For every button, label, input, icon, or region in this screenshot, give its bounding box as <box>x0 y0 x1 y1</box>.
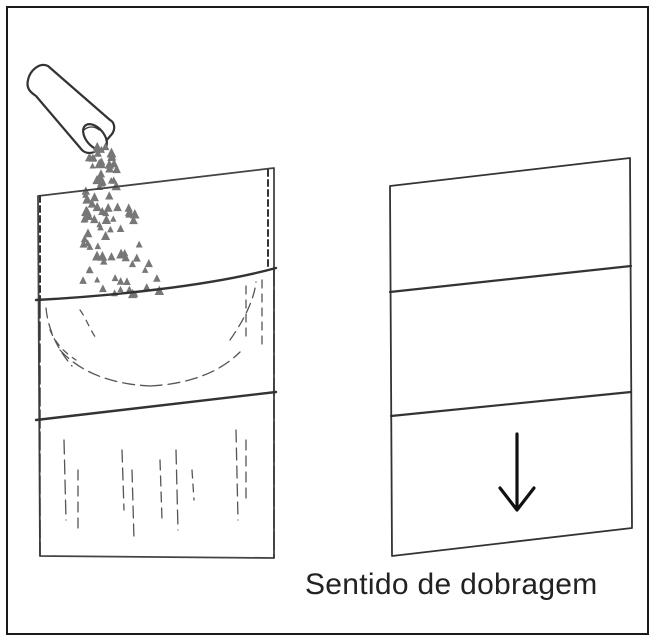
granule <box>101 214 112 225</box>
granule <box>141 266 149 273</box>
granule <box>93 141 102 151</box>
granule <box>117 285 124 292</box>
granule <box>90 154 98 162</box>
granule <box>100 257 108 265</box>
down-arrow-icon <box>498 432 536 512</box>
granule <box>112 164 121 174</box>
granule <box>110 215 117 222</box>
granule <box>101 230 111 240</box>
granule <box>96 169 106 178</box>
granule <box>92 174 102 185</box>
folding-panel <box>388 157 633 557</box>
granule <box>128 259 136 268</box>
granule <box>89 162 96 169</box>
granule <box>94 242 102 250</box>
granule <box>109 153 117 161</box>
granule <box>86 265 94 274</box>
granule <box>105 191 114 200</box>
granule <box>81 206 92 216</box>
granule <box>90 214 99 224</box>
granule <box>80 234 89 243</box>
granule <box>94 158 104 169</box>
granule <box>111 274 119 282</box>
granule <box>121 252 130 262</box>
granule <box>86 243 94 250</box>
granule <box>135 240 143 248</box>
granule <box>82 194 92 204</box>
granule <box>103 202 113 212</box>
pouring-tube-icon <box>26 63 116 155</box>
granule <box>144 259 153 268</box>
granule <box>124 203 133 212</box>
granule <box>101 142 110 151</box>
granule <box>107 252 116 261</box>
filled-bag <box>34 167 278 559</box>
figure-frame <box>6 6 649 635</box>
granule <box>107 225 114 233</box>
granule <box>82 191 89 198</box>
granule <box>87 199 97 208</box>
granule <box>113 202 122 212</box>
granule <box>90 192 99 202</box>
granule <box>97 175 104 182</box>
granule <box>111 180 121 191</box>
granule <box>81 214 89 222</box>
granule <box>92 202 102 212</box>
granule <box>131 290 139 297</box>
granule <box>123 277 131 285</box>
granule <box>129 215 138 225</box>
granule <box>132 253 141 262</box>
granule <box>83 228 93 238</box>
granule <box>125 285 134 293</box>
granule <box>98 206 107 216</box>
granule <box>93 148 102 157</box>
granule <box>97 250 108 261</box>
granule <box>99 284 107 293</box>
granule <box>104 159 115 169</box>
granule <box>142 283 151 291</box>
granule <box>110 176 118 184</box>
granule <box>96 221 103 228</box>
granule <box>106 147 117 158</box>
granule <box>130 208 140 219</box>
granules <box>79 141 165 299</box>
fold-direction-label: Sentido de dobragem <box>305 568 598 601</box>
granule <box>116 224 125 233</box>
granule <box>79 276 87 284</box>
granule <box>153 274 161 282</box>
granule <box>94 276 101 283</box>
granule <box>116 248 127 259</box>
granule <box>116 277 125 285</box>
granule <box>97 145 105 153</box>
